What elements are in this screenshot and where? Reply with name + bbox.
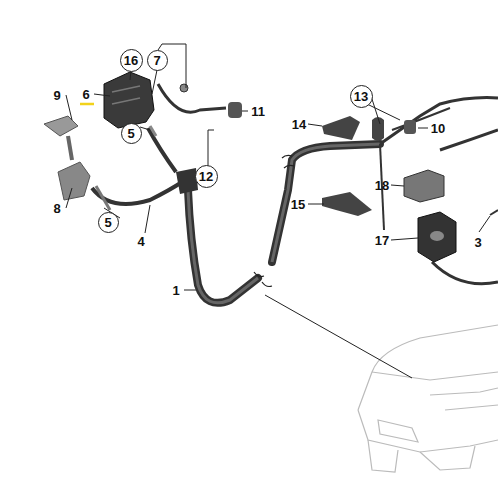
callout-number: 6 [82, 88, 89, 101]
callout-number: 17 [375, 234, 389, 247]
callout-circle: 12 [195, 165, 218, 188]
callout-circle: 5 [98, 212, 119, 233]
highlight-underline [80, 103, 94, 106]
callout-number: 4 [137, 235, 144, 248]
callout-number: 14 [292, 118, 306, 131]
callout-circle: 5 [121, 123, 142, 144]
callout-number: 8 [53, 202, 60, 215]
callout-number: 10 [431, 122, 445, 135]
callout-number: 12 [199, 170, 213, 183]
callout-number: 5 [127, 127, 134, 140]
callout-circle: 16 [120, 49, 143, 72]
callout-number: 7 [153, 54, 160, 67]
callout-circle: 7 [147, 50, 168, 71]
callout-number: 18 [375, 179, 389, 192]
callout-number: 11 [251, 105, 265, 118]
callout-circle: 13 [350, 85, 373, 108]
callout-number: 9 [53, 89, 60, 102]
callout-number: 16 [124, 54, 138, 67]
callout-number: 15 [291, 198, 305, 211]
callout-number: 13 [354, 90, 368, 103]
callout-number: 5 [104, 216, 111, 229]
callout-number: 3 [474, 236, 481, 249]
callout-number: 1 [172, 284, 179, 297]
